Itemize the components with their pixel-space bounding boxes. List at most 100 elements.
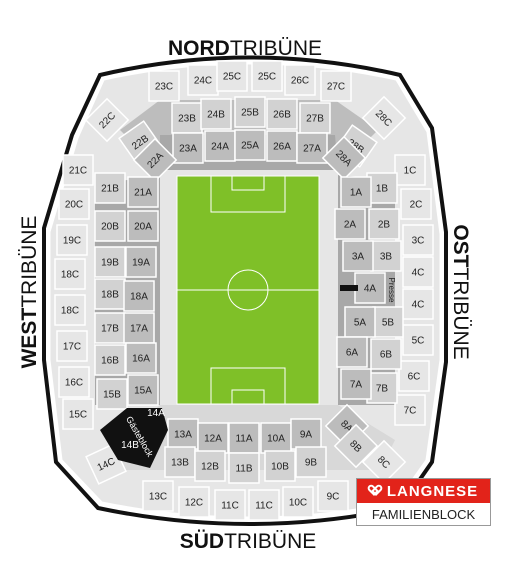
seat-block-24c[interactable]: 24C bbox=[187, 64, 219, 96]
seat-block-19a[interactable]: 19A bbox=[125, 246, 157, 278]
seat-block-7b[interactable]: 7B bbox=[366, 372, 398, 404]
seat-block-6a[interactable]: 6A bbox=[336, 336, 368, 368]
seat-block-label: 10B bbox=[271, 462, 289, 473]
seat-block-1b[interactable]: 1B bbox=[366, 172, 398, 204]
seat-block-17a[interactable]: 17A bbox=[123, 312, 155, 344]
seat-block-15b[interactable]: 15B bbox=[96, 378, 128, 410]
seat-block-12a[interactable]: 12A bbox=[197, 422, 229, 454]
seat-block-11a[interactable]: 11A bbox=[228, 422, 260, 454]
seat-block-4a[interactable]: 4A bbox=[354, 272, 386, 304]
seat-block-label: 5A bbox=[354, 318, 367, 329]
sponsor-banner: LANGNESE bbox=[357, 479, 490, 503]
seat-block-19c[interactable]: 19C bbox=[56, 224, 88, 256]
seat-block-4c[interactable]: 4C bbox=[402, 256, 434, 288]
seat-block-1c[interactable]: 1C bbox=[394, 154, 426, 186]
seat-block-6b[interactable]: 6B bbox=[370, 338, 402, 370]
seat-block-25c[interactable]: 25C bbox=[251, 60, 283, 92]
seat-block-19b[interactable]: 19B bbox=[94, 246, 126, 278]
seat-block-16b[interactable]: 16B bbox=[94, 344, 126, 376]
seat-block-28c[interactable]: 28C bbox=[361, 95, 407, 141]
seat-block-27c[interactable]: 27C bbox=[320, 70, 352, 102]
seat-block-shape bbox=[178, 486, 210, 518]
seat-block-label: 13B bbox=[171, 458, 189, 469]
seat-block-10c[interactable]: 10C bbox=[282, 486, 314, 518]
seat-block-shape bbox=[200, 98, 232, 130]
seat-block-21b[interactable]: 21B bbox=[94, 172, 126, 204]
seat-block-24a[interactable]: 24A bbox=[204, 130, 236, 162]
seat-block-10b[interactable]: 10B bbox=[264, 450, 296, 482]
sponsor-familienblock[interactable]: LANGNESE FAMILIENBLOCK bbox=[356, 478, 491, 526]
seat-block-5a[interactable]: 5A bbox=[344, 306, 376, 338]
seat-block-26b[interactable]: 26B bbox=[266, 98, 298, 130]
seat-block-2b[interactable]: 2B bbox=[368, 208, 400, 240]
seat-block-7a[interactable]: 7A bbox=[340, 368, 372, 400]
seat-block-shape bbox=[54, 258, 86, 290]
seat-block-17b[interactable]: 17B bbox=[94, 312, 126, 344]
seat-block-shape bbox=[172, 132, 204, 164]
seat-block-3a[interactable]: 3A bbox=[342, 240, 374, 272]
seat-block-13c[interactable]: 13C bbox=[142, 480, 174, 512]
seat-block-label: 26C bbox=[291, 76, 309, 87]
seat-block-24b[interactable]: 24B bbox=[200, 98, 232, 130]
seat-block-3c[interactable]: 3C bbox=[402, 224, 434, 256]
seat-block-20b[interactable]: 20B bbox=[94, 210, 126, 242]
seat-block-5b[interactable]: 5B bbox=[372, 306, 404, 338]
seat-block-9b[interactable]: 9B bbox=[295, 446, 327, 478]
seat-block-2a[interactable]: 2A bbox=[334, 208, 366, 240]
seat-block-6c[interactable]: 6C bbox=[398, 360, 430, 392]
seat-block-5c[interactable]: 5C bbox=[402, 324, 434, 356]
seat-block-25a[interactable]: 25A bbox=[234, 129, 266, 161]
seat-block-2c[interactable]: 2C bbox=[400, 188, 432, 220]
seat-block-23b[interactable]: 23B bbox=[171, 102, 203, 134]
seat-block-20a[interactable]: 20A bbox=[127, 210, 159, 242]
seat-block-13b[interactable]: 13B bbox=[164, 446, 196, 478]
seat-block-17c[interactable]: 17C bbox=[56, 330, 88, 362]
seat-block-11c[interactable]: 11C bbox=[248, 489, 280, 521]
seat-block-22c[interactable]: 22C bbox=[84, 97, 130, 143]
seat-block-21a[interactable]: 21A bbox=[127, 176, 159, 208]
seat-block-15c[interactable]: 15C bbox=[62, 398, 94, 430]
seat-block-label: 10A bbox=[267, 434, 285, 445]
seat-block-shape bbox=[266, 98, 298, 130]
seat-block-26a[interactable]: 26A bbox=[266, 130, 298, 162]
seat-block-23a[interactable]: 23A bbox=[172, 132, 204, 164]
seat-block-3b[interactable]: 3B bbox=[370, 240, 402, 272]
seat-block-20c[interactable]: 20C bbox=[58, 188, 90, 220]
seat-block-25b[interactable]: 25B bbox=[234, 96, 266, 128]
seat-block-27b[interactable]: 27B bbox=[299, 102, 331, 134]
seat-block-18b[interactable]: 18B bbox=[94, 278, 126, 310]
seat-block-16c[interactable]: 16C bbox=[58, 366, 90, 398]
seat-block-16a[interactable]: 16A bbox=[125, 342, 157, 374]
seat-block-23c[interactable]: 23C bbox=[148, 70, 180, 102]
seat-block-12c[interactable]: 12C bbox=[178, 486, 210, 518]
seat-block-7c[interactable]: 7C bbox=[394, 394, 426, 426]
seat-block-8c[interactable]: 8C bbox=[361, 439, 407, 485]
seat-block-25c[interactable]: 25C bbox=[216, 60, 248, 92]
seat-block-21c[interactable]: 21C bbox=[62, 154, 94, 186]
guest-block-area[interactable] bbox=[100, 408, 168, 468]
seat-block-22a[interactable]: 22A bbox=[132, 137, 178, 183]
seat-block-1a[interactable]: 1A bbox=[340, 176, 372, 208]
seat-block-11b[interactable]: 11B bbox=[228, 452, 260, 484]
seat-block-label: 4C bbox=[412, 300, 425, 311]
seat-block-shape bbox=[234, 129, 266, 161]
seat-block-26c[interactable]: 26C bbox=[284, 64, 316, 96]
seat-block-12b[interactable]: 12B bbox=[194, 450, 226, 482]
seat-block-15a[interactable]: 15A bbox=[127, 374, 159, 406]
seat-block-label: 17C bbox=[63, 342, 81, 353]
seat-block-label: 6C bbox=[408, 372, 421, 383]
seat-block-13a[interactable]: 13A bbox=[167, 418, 199, 450]
seat-block-shape bbox=[361, 439, 407, 485]
seat-block-28a[interactable]: 28A bbox=[321, 135, 367, 181]
seat-block-9a[interactable]: 9A bbox=[290, 418, 322, 450]
seat-block-8b[interactable]: 8B bbox=[333, 423, 379, 469]
seat-block-18c[interactable]: 18C bbox=[54, 258, 86, 290]
seat-block-10a[interactable]: 10A bbox=[260, 422, 292, 454]
seat-block-shape bbox=[62, 154, 94, 186]
seat-block-18a[interactable]: 18A bbox=[123, 280, 155, 312]
seat-block-shape bbox=[320, 70, 352, 102]
seat-block-11c[interactable]: 11C bbox=[214, 489, 246, 521]
seat-block-9c[interactable]: 9C bbox=[317, 480, 349, 512]
seat-block-18c[interactable]: 18C bbox=[54, 294, 86, 326]
seat-block-4c[interactable]: 4C bbox=[402, 288, 434, 320]
